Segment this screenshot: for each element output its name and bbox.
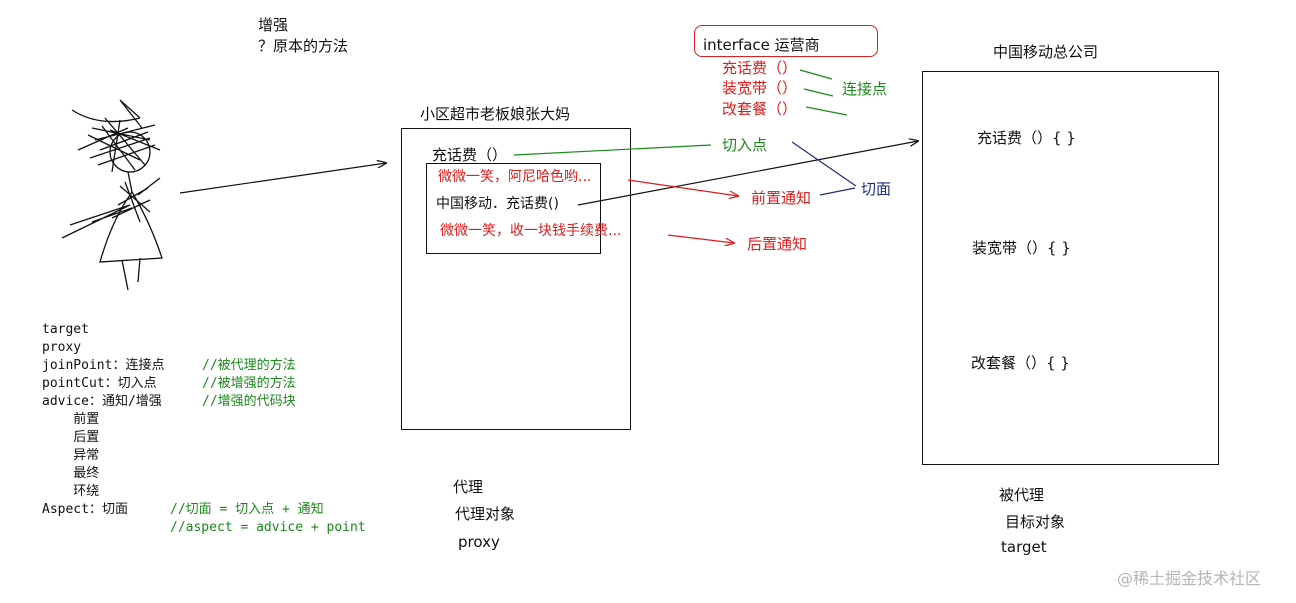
glossary-line: 后置: [42, 430, 100, 445]
glossary-line: 前置: [42, 412, 100, 427]
pointcut-label: 切入点: [722, 136, 768, 154]
before-advice-text: 微微一笑，阿尼哈色哟...: [438, 169, 592, 185]
note-original-method: ？原本的方法: [258, 37, 349, 55]
line-join-3: [805, 106, 848, 116]
interface-method-plan: 改套餐（）: [722, 100, 798, 118]
note-enhance: 增强: [258, 16, 289, 34]
target-method-plan: 改套餐（）{ }: [971, 354, 1070, 372]
arrow-before-advice: [627, 179, 738, 196]
watermark: @稀土掘金技术社区: [1117, 569, 1262, 588]
glossary-line: 异常: [42, 448, 100, 463]
glossary-line: advice：通知/增强//增强的代码块: [42, 394, 296, 409]
join-point-label: 连接点: [842, 80, 888, 98]
proxy-method: 充话费（）: [432, 146, 508, 164]
interface-title: interface 运营商: [703, 36, 820, 54]
glossary-block: target proxy joinPoint：连接点//被代理的方法 point…: [42, 321, 366, 537]
line-aspect-1: [791, 141, 857, 187]
after-advice-label: 后置通知: [747, 235, 808, 253]
glossary-line: //aspect = advice + point: [170, 520, 366, 535]
proxy-caption-3: proxy: [458, 533, 500, 551]
arrow-client-to-proxy: [179, 163, 386, 194]
target-box-title: 中国移动总公司: [993, 43, 1099, 61]
proxy-inner-box: [426, 163, 601, 254]
before-advice-label: 前置通知: [751, 189, 812, 207]
interface-box: [694, 25, 878, 57]
aspect-label: 切面: [861, 180, 892, 198]
glossary-line: 环绕: [42, 484, 100, 499]
target-method-broadband: 装宽带（）{ }: [972, 239, 1071, 257]
glossary-line: joinPoint：连接点//被代理的方法: [42, 358, 296, 373]
target-caption-2: 目标对象: [1005, 513, 1066, 531]
glossary-line: Aspect：切面//切面 = 切入点 + 通知: [42, 502, 324, 517]
arrow-after-advice: [667, 234, 734, 243]
target-caption-3: target: [1001, 538, 1047, 556]
proxy-caption-1: 代理: [453, 478, 484, 496]
line-join-1: [799, 69, 833, 80]
glossary-line: 最终: [42, 466, 100, 481]
proxy-box-title: 小区超市老板娘张大妈: [420, 105, 571, 123]
glossary-line: proxy: [42, 340, 82, 355]
target-caption-1: 被代理: [999, 486, 1045, 504]
proxy-caption-2: 代理对象: [455, 505, 516, 523]
line-aspect-2: [819, 187, 856, 196]
interface-method-recharge: 充话费（）: [722, 59, 798, 77]
target-box: [922, 71, 1219, 465]
after-advice-text: 微微一笑，收一块钱手续费...: [440, 223, 622, 239]
line-join-2: [803, 88, 834, 97]
target-method-recharge: 充话费（）{ }: [977, 129, 1076, 147]
proxy-box: [401, 128, 631, 430]
target-call-text: 中国移动．充话费(): [436, 196, 559, 212]
interface-method-broadband: 装宽带（）: [722, 79, 798, 97]
glossary-line: pointCut：切入点//被增强的方法: [42, 376, 296, 391]
glossary-line: target: [42, 322, 89, 337]
